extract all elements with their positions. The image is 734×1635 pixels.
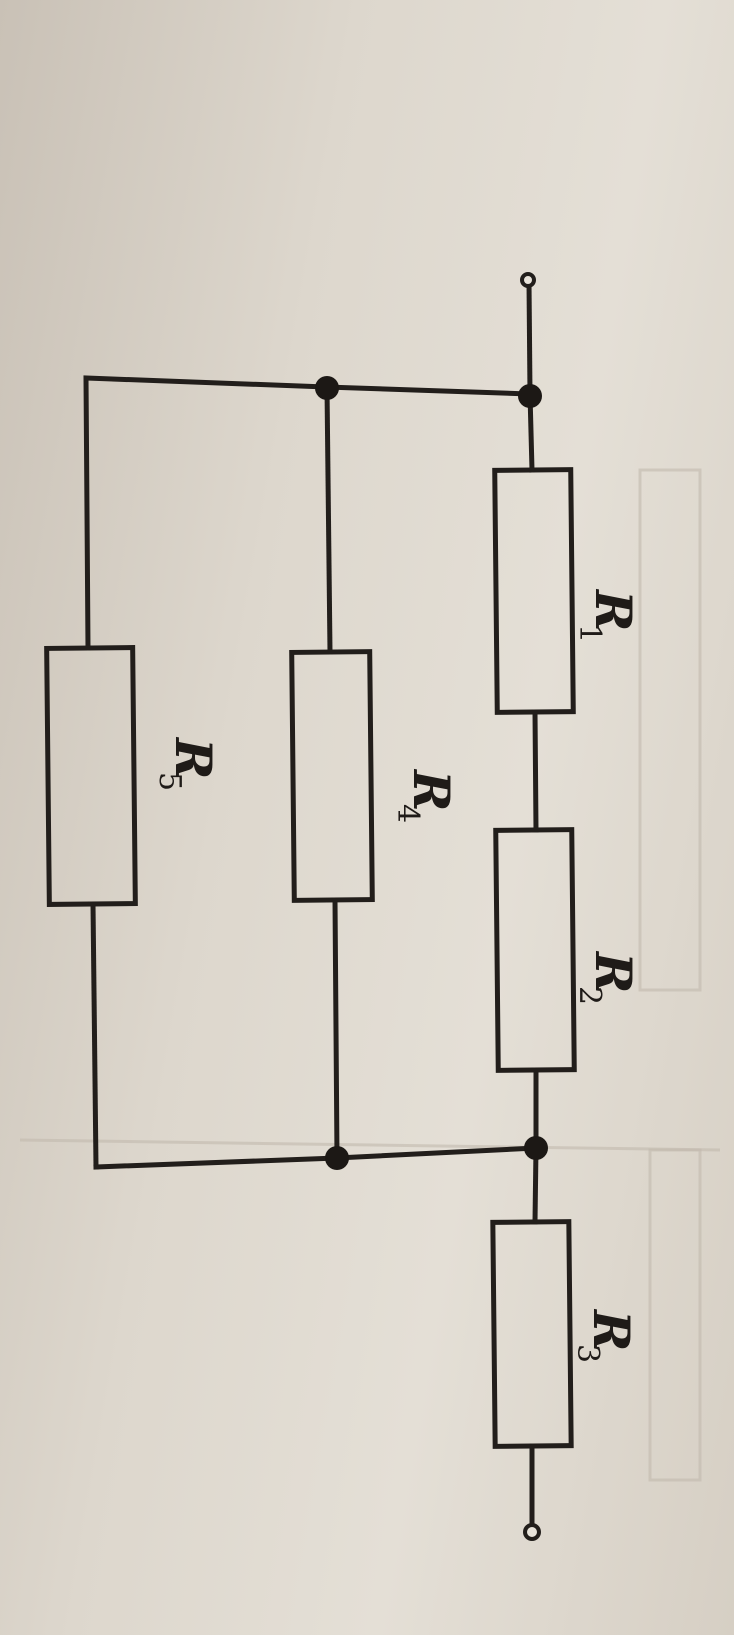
top-lead-wire — [526, 279, 533, 397]
svg-text:2: 2 — [572, 986, 607, 1005]
top-bus-wire — [83, 375, 533, 651]
resistor-r1 — [492, 467, 576, 715]
label-r2: R 2 — [572, 950, 643, 1005]
svg-text:R: R — [582, 1308, 641, 1352]
r5-lower-wire — [90, 901, 99, 1170]
svg-text:4: 4 — [390, 804, 425, 823]
junction-node-bottom-right — [524, 1136, 548, 1160]
background-bleed-through — [19, 468, 721, 1482]
svg-text:R: R — [584, 950, 643, 994]
label-r3: R 3 — [570, 1308, 641, 1363]
top-terminal — [520, 272, 536, 288]
svg-text:R: R — [164, 736, 223, 780]
bottom-terminal — [523, 1523, 541, 1541]
resistor-r4 — [289, 649, 375, 903]
svg-text:3: 3 — [570, 1344, 605, 1363]
resistor-r2 — [493, 827, 577, 1073]
r4-upper-wire — [324, 385, 333, 655]
resistor-r3 — [490, 1219, 574, 1449]
junction-node-bottom-middle — [325, 1146, 349, 1170]
resistor-r5 — [44, 645, 138, 907]
svg-text:R: R — [584, 588, 643, 632]
svg-text:1: 1 — [572, 624, 607, 643]
junction-node-top-right — [518, 384, 542, 408]
r3-upper-lead — [532, 1145, 539, 1225]
r4-lower-wire — [332, 897, 340, 1161]
label-r1: R 1 — [572, 588, 643, 643]
svg-text:R: R — [402, 768, 461, 812]
junction-node-top-middle — [315, 376, 339, 400]
svg-text:5: 5 — [152, 772, 187, 791]
r1-r2-wire — [532, 709, 539, 833]
bottom-bus-wire — [93, 1145, 539, 1170]
label-r5: R 5 — [152, 736, 223, 791]
label-r4: R 4 — [390, 768, 461, 823]
